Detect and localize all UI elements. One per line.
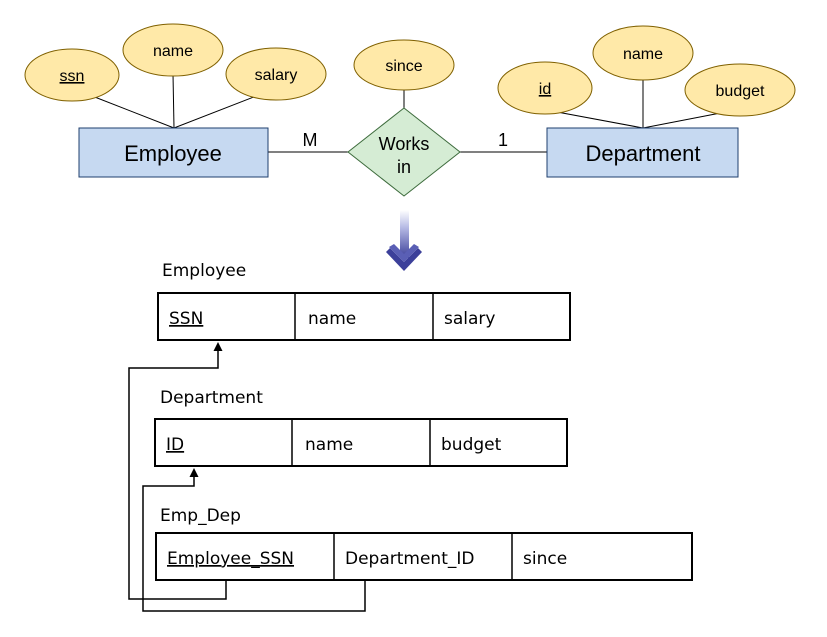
attribute-budget-label: budget <box>716 83 765 100</box>
attribute-salary-label: salary <box>255 67 298 84</box>
entity-department: Department <box>546 127 739 178</box>
fk-arrow-department-id <box>142 468 366 612</box>
attribute-department-name: name <box>592 25 694 81</box>
table-department-col-budget: budget <box>441 435 502 455</box>
entity-department-label: Department <box>586 141 701 166</box>
attribute-since: since <box>353 39 455 91</box>
table-employee-title: Employee <box>162 261 246 281</box>
table-employee: SSN name salary <box>157 292 571 341</box>
table-empdep: Employee_SSN Department_ID since <box>155 532 693 581</box>
attribute-ssn: ssn <box>24 48 120 102</box>
cardinality-1: 1 <box>498 130 508 150</box>
relationship-works-in: Works in <box>347 107 461 197</box>
er-diagram: ssn name salary since id name budget <box>24 23 796 197</box>
table-department: ID name budget <box>154 418 568 467</box>
attribute-since-label: since <box>385 58 422 75</box>
fk-arrow-employee-ssn <box>128 342 227 600</box>
table-empdep-col-since: since <box>523 549 567 569</box>
table-department-col-name: name <box>305 435 353 455</box>
table-department-col-id: ID <box>166 435 184 455</box>
relational-schema: Employee SSN name salary Department ID n… <box>128 261 693 612</box>
relationship-label-line1: Works <box>379 134 430 154</box>
table-empdep-col-department-id: Department_ID <box>345 549 474 569</box>
employee-attribute-connectors <box>86 73 265 129</box>
attribute-id-label: id <box>539 81 551 98</box>
table-empdep-col-employee-ssn: Employee_SSN <box>167 549 294 569</box>
table-employee-col-salary: salary <box>444 309 495 329</box>
attribute-salary: salary <box>225 47 327 101</box>
attribute-employee-name-label: name <box>153 43 193 60</box>
attribute-department-name-label: name <box>623 46 663 63</box>
table-empdep-title: Emp_Dep <box>160 506 241 526</box>
attribute-employee-name: name <box>122 23 224 77</box>
table-department-title: Department <box>160 388 263 408</box>
down-arrow-icon <box>386 210 422 271</box>
attribute-id: id <box>497 61 593 115</box>
attribute-budget: budget <box>684 63 796 117</box>
attribute-ssn-label: ssn <box>60 68 85 85</box>
entity-employee: Employee <box>78 127 269 178</box>
table-employee-col-name: name <box>308 309 356 329</box>
relationship-label-line2: in <box>397 157 411 177</box>
entity-employee-label: Employee <box>124 141 222 166</box>
cardinality-m: M <box>303 130 318 150</box>
table-employee-col-ssn: SSN <box>169 309 203 329</box>
